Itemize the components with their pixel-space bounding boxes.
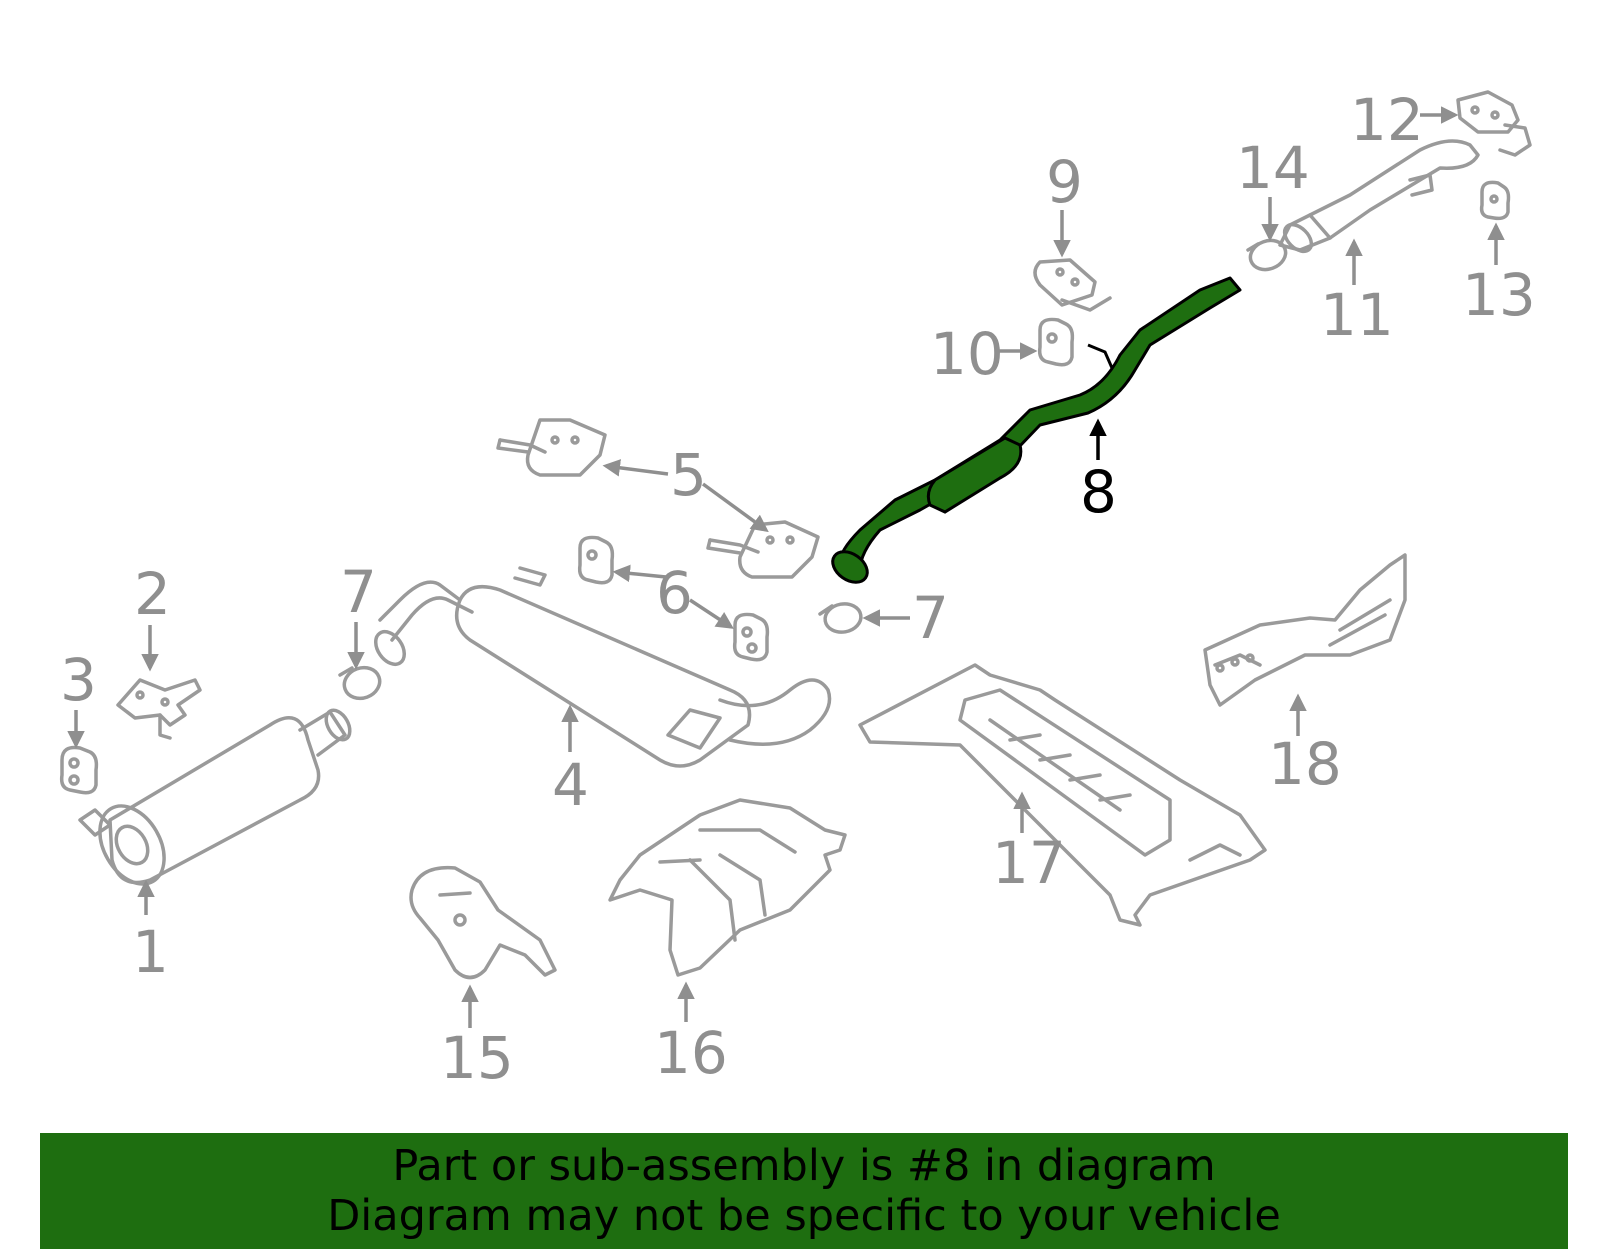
callout-18: 18 — [1268, 730, 1342, 798]
banner-line-2: Diagram may not be specific to your vehi… — [327, 1191, 1281, 1241]
part-15-heat-shield[interactable] — [409, 865, 557, 980]
callout-8: 8 — [1080, 458, 1117, 526]
leader-lines — [67, 106, 1505, 1028]
callout-10: 10 — [930, 320, 1004, 388]
part-12-hanger[interactable] — [1456, 90, 1532, 157]
part-18-heat-shield[interactable] — [1203, 553, 1407, 707]
callout-11: 11 — [1320, 281, 1394, 349]
part-7-clamp-right[interactable] — [818, 601, 863, 635]
banner-line-1: Part or sub-assembly is #8 in diagram — [392, 1141, 1216, 1191]
part-6-isolator-upper[interactable] — [577, 535, 615, 585]
callout-7-right: 7 — [912, 584, 949, 652]
part-5-hanger-lower[interactable] — [706, 520, 820, 579]
callout-16: 16 — [654, 1019, 728, 1087]
callout-13: 13 — [1462, 261, 1536, 329]
info-banner: Part or sub-assembly is #8 in diagram Di… — [40, 1133, 1568, 1249]
callout-7-left: 7 — [340, 558, 377, 626]
part-10-isolator[interactable] — [1037, 317, 1075, 367]
callout-15: 15 — [440, 1024, 514, 1092]
callout-9: 9 — [1046, 148, 1083, 216]
callout-12: 12 — [1350, 86, 1424, 154]
part-13-isolator[interactable] — [1479, 180, 1511, 221]
leader-6a — [612, 564, 667, 583]
callout-1: 1 — [132, 918, 169, 986]
part-8-intermediate-pipe[interactable] — [827, 276, 1242, 589]
callout-2: 2 — [134, 560, 171, 628]
part-7-clamp-left[interactable] — [338, 663, 384, 704]
part-9-bracket[interactable] — [1033, 258, 1112, 312]
callout-4: 4 — [552, 751, 589, 819]
callout-labels: 1 2 3 4 5 6 7 7 8 9 10 11 12 13 14 15 16… — [60, 86, 1536, 1092]
part-16-heat-shield[interactable] — [608, 798, 847, 977]
part-17-floor-heat-shield[interactable] — [858, 663, 1267, 927]
part-3-isolator[interactable] — [59, 745, 99, 795]
part-14-clamp[interactable] — [1246, 236, 1289, 275]
part-6-isolator-lower[interactable] — [732, 612, 770, 662]
callout-17: 17 — [992, 829, 1066, 897]
part-1-front-muffler[interactable] — [78, 706, 355, 895]
callout-5: 5 — [670, 441, 707, 509]
callout-14: 14 — [1236, 134, 1310, 202]
leader-5a — [602, 459, 669, 477]
leader-5b — [701, 482, 769, 533]
part-5-hanger-upper[interactable] — [496, 418, 607, 477]
callout-6: 6 — [656, 559, 693, 627]
callout-3: 3 — [60, 646, 97, 714]
part-4-rear-muffler[interactable] — [370, 566, 832, 768]
part-2-bracket[interactable] — [116, 678, 202, 740]
leader-6b — [689, 598, 734, 629]
